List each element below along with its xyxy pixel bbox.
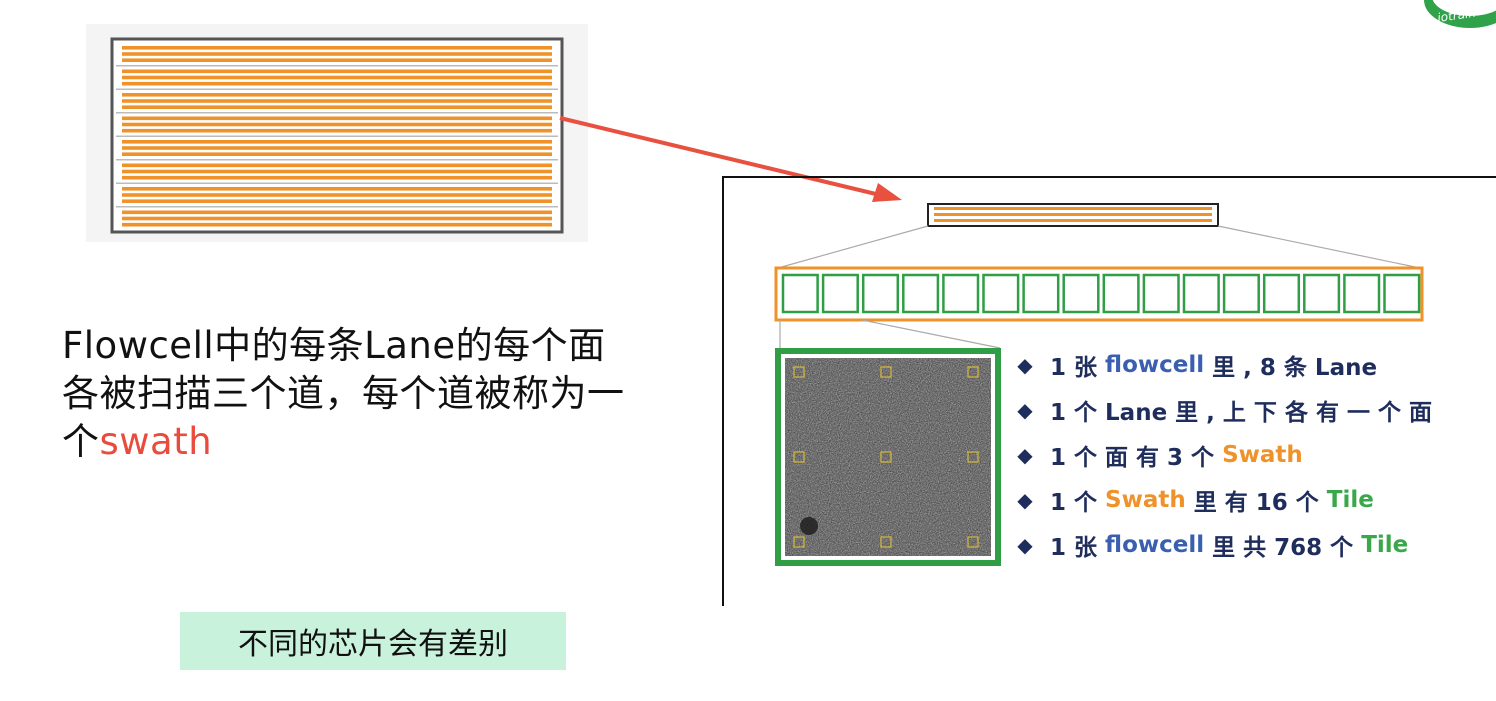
fiducial-marker — [967, 451, 979, 463]
tile-square — [1062, 273, 1100, 314]
lane-stripe — [122, 216, 552, 221]
lane-stripe — [122, 122, 552, 127]
lane-stripe — [122, 140, 552, 144]
figure-panel — [722, 176, 1496, 606]
fact-item: ◆ 1 个 面 有 3 个 Swath — [1014, 432, 1484, 477]
lane-stripe — [122, 169, 552, 174]
fiducial-markers — [793, 366, 979, 548]
fact-text: 1 张 — [1050, 354, 1106, 381]
swath-highlight: swath — [99, 420, 213, 463]
lane-stripe — [122, 210, 552, 215]
lane-stripe — [122, 52, 552, 56]
tile-square — [1303, 273, 1341, 314]
fiducial-marker — [967, 536, 979, 548]
fact-text: flowcell — [1105, 531, 1205, 558]
description-text: Flowcell中的每条Lane的每个面各被扫描三个道，每个道被称为一个swat… — [62, 322, 642, 466]
diamond-bullet-icon: ◆ — [1017, 442, 1033, 467]
lane-stripe — [122, 187, 552, 191]
lane-stripe — [122, 152, 552, 156]
lane-stripe — [122, 58, 552, 62]
fiducial-marker — [793, 536, 805, 548]
flowcell-lanes — [116, 46, 558, 227]
fact-text: 里 共 768 个 — [1204, 534, 1362, 561]
fact-text: 1 个 面 有 3 个 — [1050, 444, 1223, 471]
lane-stripe — [122, 69, 552, 74]
logo-text: iotrain — [1436, 6, 1476, 25]
description-prefix: Flowcell中的每条Lane的每个面各被扫描三个道，每个道被称为一个 — [62, 324, 625, 463]
lane-stripe — [122, 193, 552, 197]
tile-row — [781, 273, 1421, 314]
diamond-bullet-icon: ◆ — [1017, 532, 1033, 557]
tile-square — [821, 273, 859, 314]
diamond-bullet-icon: ◆ — [1017, 487, 1033, 512]
tile-square — [1343, 273, 1381, 314]
fiducial-marker — [793, 451, 805, 463]
lane-stripe — [122, 116, 552, 121]
single-lane-stripes — [934, 207, 1212, 222]
lane-stripe — [122, 222, 552, 227]
fact-item: ◆ 1 个 Lane 里 , 上 下 各 有 一 个 面 — [1014, 387, 1484, 432]
fact-text: 1 张 — [1050, 534, 1106, 561]
fact-text: 里 , 8 条 Lane — [1204, 354, 1378, 381]
logo-badge: iotrain — [1424, 0, 1496, 28]
tile-square — [1182, 273, 1220, 314]
lane-stripe — [122, 163, 552, 168]
fact-list: ◆ 1 张 flowcell 里 , 8 条 Lane ◆ 1 个 Lane 里 , … — [1014, 342, 1484, 567]
diamond-bullet-icon: ◆ — [1017, 352, 1033, 377]
lane-stripe — [122, 81, 552, 86]
lane-stripe — [122, 105, 552, 109]
tile-square — [982, 273, 1020, 314]
fact-text: 里 有 16 个 — [1185, 489, 1327, 516]
tile-square — [1022, 273, 1060, 314]
lane-stripe — [122, 75, 552, 80]
fiducial-marker — [880, 366, 892, 378]
fiducial-marker — [880, 451, 892, 463]
lane-stripe — [122, 146, 552, 150]
lane-stripe — [122, 46, 552, 50]
tile-square — [1102, 273, 1140, 314]
fact-item: ◆ 1 个 Swath 里 有 16 个 Tile — [1014, 477, 1484, 522]
fiducial-marker — [967, 366, 979, 378]
tile-square — [1383, 273, 1421, 314]
tile-square — [1142, 273, 1180, 314]
fact-text: 1 个 Lane 里 , 上 下 各 有 一 个 面 — [1050, 399, 1432, 426]
lane-stripe — [122, 99, 552, 103]
fact-text: flowcell — [1105, 351, 1205, 378]
tile-square — [942, 273, 980, 314]
tile-square — [861, 273, 900, 314]
fiducial-marker — [880, 536, 892, 548]
lane-stripe — [122, 128, 552, 133]
tile-square — [1222, 273, 1260, 314]
tile-square — [781, 273, 819, 314]
fact-text: Swath — [1222, 441, 1303, 468]
tile-image — [775, 348, 1001, 566]
fiducial-marker — [793, 366, 805, 378]
fact-text: 1 个 — [1050, 489, 1106, 516]
flowcell-diagram — [86, 24, 588, 242]
lane-stripe — [122, 93, 552, 97]
lane-zoom-schematic — [774, 203, 1424, 349]
fact-text: Tile — [1326, 486, 1374, 513]
lane-stripe — [122, 199, 552, 203]
diamond-bullet-icon: ◆ — [1017, 397, 1033, 422]
tile-square — [902, 273, 940, 314]
lane-stripe — [122, 175, 552, 180]
tile-square — [1262, 273, 1301, 314]
fact-item: ◆ 1 张 flowcell 里 , 8 条 Lane — [1014, 342, 1484, 387]
fact-item: ◆ 1 张 flowcell 里 共 768 个 Tile — [1014, 522, 1484, 567]
fact-text: Swath — [1105, 486, 1186, 513]
fact-text: Tile — [1361, 531, 1409, 558]
note-box: 不同的芯片会有差别 — [180, 612, 566, 670]
